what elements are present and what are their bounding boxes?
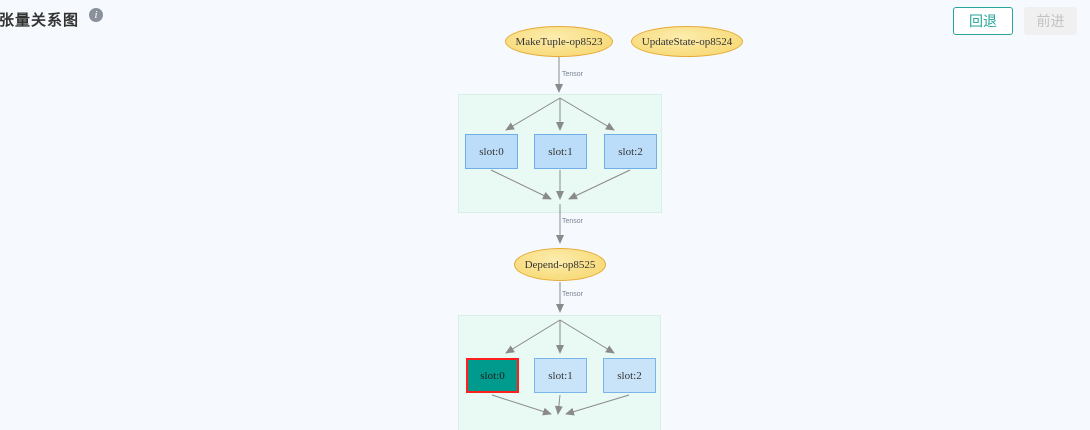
slot-node[interactable]: slot:0 [465, 134, 518, 169]
slot-node[interactable]: slot:1 [534, 358, 587, 393]
operator-node-label: Depend-op8525 [524, 258, 596, 271]
operator-node-label: MakeTuple-op8523 [515, 35, 603, 48]
back-button[interactable]: 回退 [953, 7, 1013, 35]
page-title: 张量关系图 [0, 12, 80, 29]
slot-label: slot:0 [479, 145, 504, 158]
operator-node-updatestate[interactable]: UpdateState-op8524 [631, 26, 743, 57]
slot-label: slot:2 [617, 369, 642, 382]
edge-label: Tensor [562, 218, 584, 225]
operator-node-maketuple[interactable]: MakeTuple-op8523 [505, 26, 613, 57]
slot-node[interactable]: slot:1 [534, 134, 587, 169]
operator-node-depend[interactable]: Depend-op8525 [514, 248, 606, 281]
slot-node[interactable]: slot:2 [603, 358, 656, 393]
slot-label: slot:1 [548, 369, 573, 382]
slot-label: slot:2 [618, 145, 643, 158]
slot-node[interactable]: slot:2 [604, 134, 657, 169]
edge-label: Tensor [562, 291, 584, 298]
info-icon[interactable]: i [89, 8, 103, 22]
slot-node-highlighted[interactable]: slot:0 [466, 358, 519, 393]
slot-label: slot:0 [480, 369, 505, 382]
forward-button[interactable]: 前进 [1024, 7, 1077, 35]
slot-label: slot:1 [548, 145, 573, 158]
operator-node-label: UpdateState-op8524 [641, 35, 733, 48]
edge-label: Tensor [562, 71, 584, 78]
